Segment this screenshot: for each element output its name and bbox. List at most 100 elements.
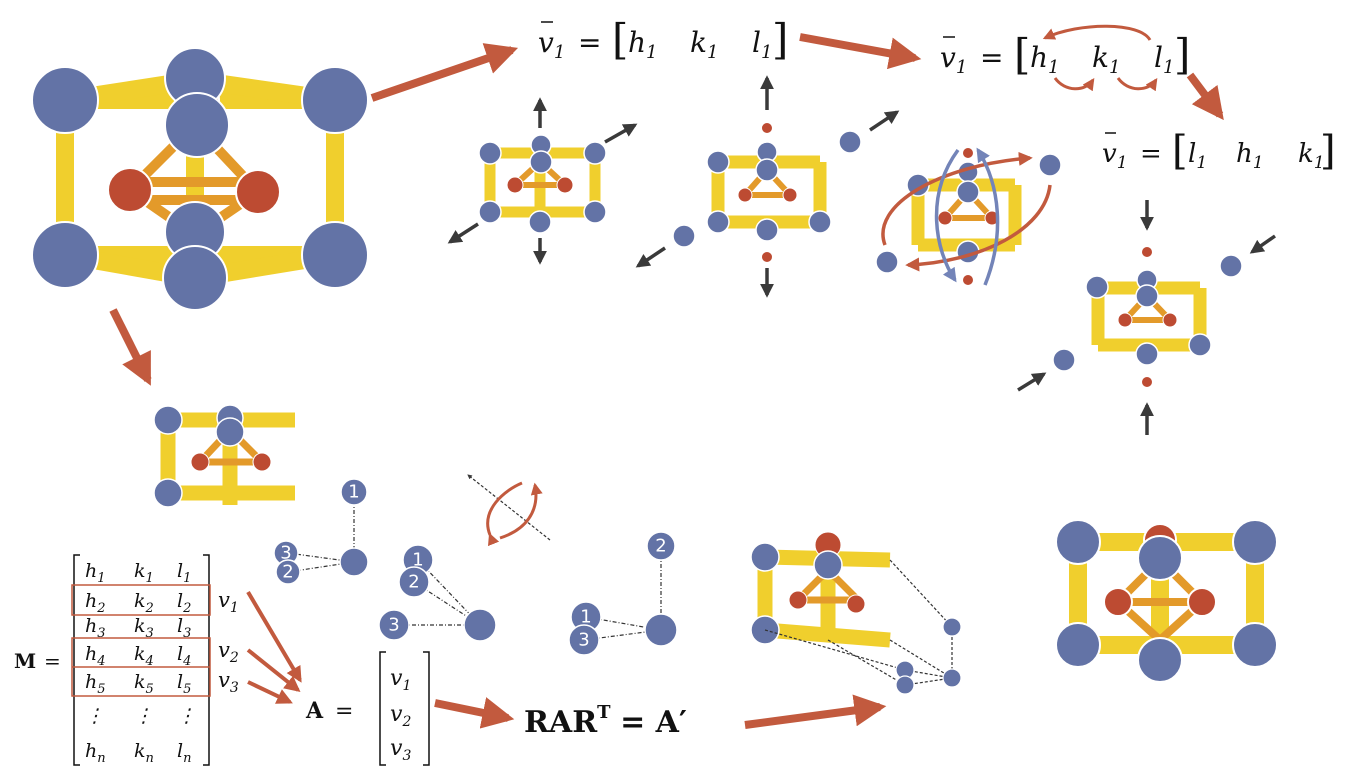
- svg-text:k1: k1: [1092, 41, 1120, 78]
- rotation-symbol: [467, 474, 551, 547]
- unit-cell-small-c: [875, 147, 1062, 286]
- matrix-cell: ⋮: [134, 705, 153, 727]
- blue-atom: [301, 66, 369, 134]
- matrix-cell: h3: [85, 615, 106, 641]
- equation-2: v1 = [ h1 k1 l1 ]: [940, 24, 1190, 92]
- node-diagram-1: 1 3 2: [273, 478, 369, 585]
- svg-text:v1: v1: [1102, 139, 1128, 173]
- matrix-cell: k2: [134, 590, 154, 616]
- node-diagram-2: 1 2 3: [378, 544, 497, 642]
- row-label: v2: [218, 638, 239, 666]
- bracket-left: [: [612, 15, 628, 64]
- matrix-cell: l5: [177, 671, 191, 697]
- transform-equation: RART = A′: [524, 702, 687, 740]
- svg-text:h1: h1: [1030, 41, 1060, 78]
- matrix-A: A = v1 v2 v3: [305, 651, 430, 766]
- node-label: 2: [408, 572, 419, 593]
- red-atom: [107, 167, 153, 213]
- matrix-cell: h4: [85, 643, 106, 669]
- blue-atom: [31, 66, 99, 134]
- unit-cell-small-b: [635, 75, 900, 298]
- svg-text:RART = A′: RART = A′: [524, 702, 687, 740]
- svg-text:h1: h1: [1236, 139, 1264, 173]
- svg-text:[: [: [1172, 128, 1188, 174]
- process-arrows: [109, 33, 1224, 729]
- row-label: v3: [218, 668, 239, 696]
- arrow-eq1-to-eq2: [799, 33, 922, 70]
- matrix-cell: h5: [85, 671, 106, 697]
- blue-atom: [31, 221, 99, 289]
- matrix-cell: k4: [134, 643, 154, 669]
- matrix-cell: k5: [134, 671, 154, 697]
- svg-text:l1: l1: [752, 26, 772, 63]
- blue-atom: [301, 221, 369, 289]
- equation-1: v1 = [ h1 k1 l1 ]: [538, 15, 788, 64]
- node-label: 1: [580, 607, 591, 628]
- matrix-cell: k3: [134, 615, 154, 641]
- svg-text:=: =: [578, 26, 601, 59]
- arrow-RAR-to-result: [744, 694, 887, 729]
- rotation-arrow-blue: [934, 148, 960, 283]
- unit-cell-mapped: [750, 531, 962, 695]
- matrix-cell: l1: [177, 560, 191, 586]
- node-label: 1: [348, 482, 359, 503]
- matrix-M: M = h1 k1 l1 h2 k2 l2 h3 k3 l3 h4 k4 l4 h5 k5 l5 ⋮ ⋮ ⋮ hn k…: [14, 554, 302, 766]
- svg-text:h1: h1: [628, 26, 658, 63]
- blue-atom: [162, 245, 228, 311]
- node-label: 2: [282, 562, 293, 583]
- matrix-label: M: [14, 649, 36, 673]
- matrix-cell: l2: [177, 590, 191, 616]
- matrix-cell: k1: [134, 560, 154, 586]
- svg-text:=: =: [1140, 139, 1162, 169]
- node-label: 2: [655, 536, 666, 557]
- row-label: v1: [218, 588, 239, 616]
- A-label: A: [305, 698, 324, 724]
- svg-text:v1: v1: [390, 666, 411, 694]
- matrix-cell: ⋮: [85, 705, 104, 727]
- matrix-cell: kn: [134, 740, 154, 766]
- svg-text:=: =: [335, 699, 353, 724]
- svg-text:l1: l1: [1188, 139, 1207, 173]
- svg-text:l1: l1: [1154, 41, 1174, 78]
- matrix-cell: l3: [177, 615, 191, 641]
- matrix-cell: h2: [85, 590, 106, 616]
- bracket-right: ]: [772, 15, 788, 64]
- unit-cell-small-a: [447, 97, 638, 265]
- unit-cell-small-d: [1017, 200, 1276, 435]
- blue-atom: [164, 92, 230, 158]
- node-diagram-3: 2 1 3: [568, 531, 678, 656]
- svg-text:=: =: [980, 41, 1003, 74]
- matrix-cell: ln: [177, 740, 191, 766]
- matrix-cell: ⋮: [177, 705, 196, 727]
- equation-3: v1 = [ l1 h1 k1 ]: [1102, 128, 1336, 174]
- matrix-cell: hn: [85, 740, 106, 766]
- arrow-eq2-to-eq3: [1186, 72, 1224, 121]
- svg-text:[: [: [1014, 30, 1030, 79]
- permute-arrow-top: [1042, 24, 1152, 41]
- unit-cell-large: [31, 47, 369, 311]
- node-label: 3: [388, 615, 399, 636]
- permute-arrow-1: [1053, 77, 1095, 92]
- red-atom: [235, 169, 281, 215]
- svg-text:v1: v1: [940, 41, 967, 78]
- row-labels: v1 v2 v3: [218, 588, 239, 696]
- arrow-down-to-small-cell: [109, 308, 152, 386]
- svg-text:k1: k1: [690, 26, 718, 63]
- eq1-lhs: v1: [538, 26, 565, 63]
- arrow-A-to-RAR: [434, 697, 515, 729]
- permute-arrow-2: [1116, 77, 1158, 92]
- unit-cell-final: [1055, 519, 1278, 683]
- svg-text:v2: v2: [390, 702, 411, 730]
- rotation-arrow-red: [881, 151, 1033, 246]
- matrix-cell: l4: [177, 643, 191, 669]
- matrix-cell: h1: [85, 560, 106, 586]
- unit-cell-small-e: [153, 404, 295, 508]
- node-label: 3: [280, 543, 291, 564]
- svg-text:]: ]: [1320, 128, 1336, 174]
- svg-text:=: =: [44, 649, 61, 673]
- svg-text:v3: v3: [390, 736, 411, 764]
- node-label: 1: [412, 550, 423, 571]
- svg-text:]: ]: [1174, 30, 1190, 79]
